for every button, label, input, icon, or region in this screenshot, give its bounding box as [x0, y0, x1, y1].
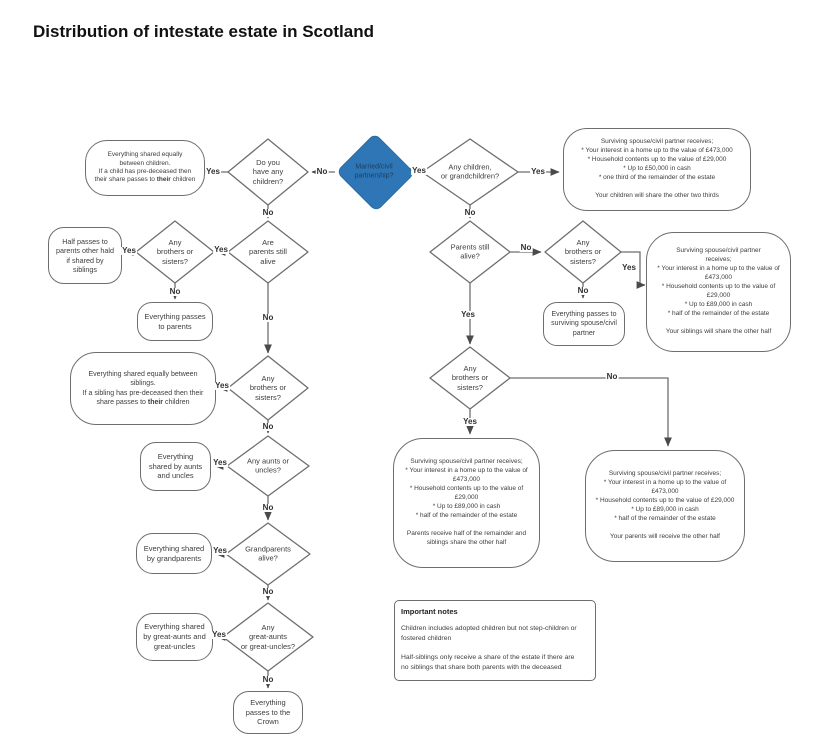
label-grandparents-yes: Yes [212, 546, 228, 555]
label-parentsleft-no: No [261, 313, 275, 322]
outcome-share-aunts: Everything shared by aunts and uncles [140, 442, 211, 491]
outcome-crown: Everything passes to the Crown [233, 691, 303, 734]
label-greataunts-no: No [261, 675, 275, 684]
decision-siblings-mid-label: Any brothers or sisters? [249, 373, 287, 402]
label-married-no: No [315, 167, 329, 176]
outcome-spouse-parents-siblings: Surviving spouse/civil partner receives;… [393, 438, 540, 568]
decision-siblings-lower-label: Any brothers or sisters? [451, 363, 489, 392]
edge-siblingslower-no [510, 377, 672, 447]
label-aunts-yes: Yes [212, 458, 228, 467]
outcome-share-grandparents: Everything shared by grandparents [136, 533, 212, 574]
label-grandparents-no: No [261, 587, 275, 596]
decision-parents-alive-right-shape [429, 220, 511, 284]
decision-parents-alive-left-label: Are parents still alive [249, 237, 287, 266]
label-aunts-no: No [261, 503, 275, 512]
label-parentsright-yes: Yes [460, 310, 476, 319]
decision-aunts-uncles-shape [226, 435, 310, 497]
outcome-spouse-siblings: Surviving spouse/civil partner receives;… [646, 232, 791, 352]
label-siblingsmid-yes: Yes [214, 381, 230, 390]
label-greataunts-yes: Yes [211, 630, 227, 639]
label-havechildren-no: No [261, 208, 275, 217]
decision-siblings-lower-shape [429, 346, 511, 410]
decision-great-aunts-label: Any great-aunts or great-uncles? [240, 622, 296, 651]
decision-siblings-right-label: Any brothers or sisters? [564, 237, 602, 266]
decision-married-label: Married/civil partnership? [354, 163, 394, 179]
label-siblingslower-yes: Yes [462, 417, 478, 426]
label-childgrand-yes: Yes [530, 167, 546, 176]
decision-children-grandchildren-shape [421, 138, 519, 206]
decision-have-children-label: Do you have any children? [252, 157, 284, 186]
label-parentsleft-yes: Yes [213, 245, 229, 254]
label-siblingsmid-no: No [261, 422, 275, 431]
decision-grandparents-label: Grandparents alive? [245, 544, 291, 563]
decision-siblings-right-shape [544, 220, 622, 284]
decision-grandparents-shape [225, 522, 311, 586]
label-siblingsright-yes: Yes [621, 263, 637, 272]
decision-children-grandchildren-label: Any children, or grandchildren? [440, 162, 500, 181]
decision-have-children-shape [227, 138, 309, 206]
label-married-yes: Yes [411, 166, 427, 175]
label-childgrand-no: No [463, 208, 477, 217]
label-siblingsleft-yes: Yes [121, 246, 137, 255]
edge-siblingsright-yes [621, 251, 646, 289]
label-siblingslower-no: No [605, 372, 619, 381]
label-parentsright-no: No [519, 243, 533, 252]
decision-parents-alive-left-shape [227, 220, 309, 284]
label-havechildren-yes: Yes [205, 167, 221, 176]
decision-aunts-uncles-label: Any aunts or uncles? [246, 456, 290, 475]
important-notes-body: Children includes adopted children but n… [401, 624, 577, 672]
outcome-all-spouse: Everything passes to surviving spouse/ci… [543, 302, 625, 346]
decision-great-aunts-shape [222, 602, 314, 672]
important-notes-box: Important notes Children includes adopte… [394, 600, 596, 681]
decision-siblings-left-label: Any brothers or sisters? [156, 237, 194, 266]
outcome-siblings-share: Everything shared equally between siblin… [70, 352, 216, 425]
important-notes-header: Important notes [401, 607, 458, 616]
label-siblingsright-no: No [576, 286, 590, 295]
decision-parents-alive-right-label: Parents still alive? [450, 242, 490, 261]
outcome-share-great-aunts: Everything shared by great-aunts and gre… [136, 613, 213, 661]
label-siblingsleft-no: No [168, 287, 182, 296]
page-title: Distribution of intestate estate in Scot… [33, 22, 374, 41]
outcome-spouse-children: Surviving spouse/civil partner receives;… [563, 128, 751, 211]
outcome-children-share-text: Everything shared equally between childr… [94, 151, 196, 184]
outcome-children-share: Everything shared equally between childr… [85, 140, 205, 196]
outcome-all-parents: Everything passes to parents [137, 302, 213, 341]
outcome-spouse-parents: Surviving spouse/civil partner receives;… [585, 450, 745, 562]
outcome-half-parents: Half passes to parents other hald if sha… [48, 227, 122, 284]
decision-siblings-mid-shape [227, 355, 309, 421]
outcome-siblings-share-text: Everything shared equally between siblin… [82, 371, 204, 406]
